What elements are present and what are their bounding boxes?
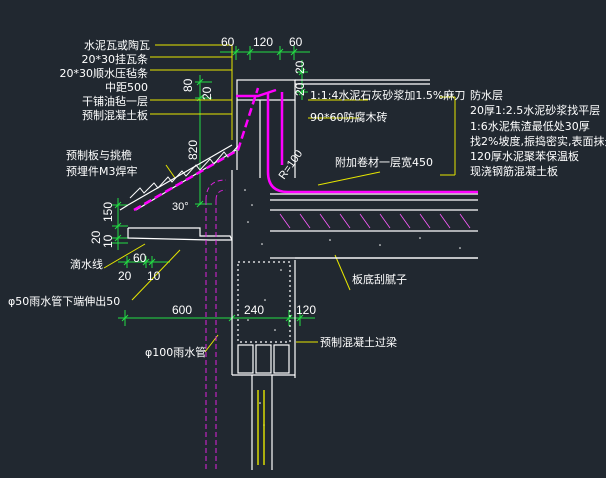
dim-angle: 30° [172,201,189,213]
waterproof-membrane [133,87,478,212]
label-precast-hook: 预制板与挑檐 [66,148,132,162]
dim-20-drip: 20 [118,269,132,283]
dim-20-side: 20 [200,86,214,100]
parapet-cap [236,79,296,101]
label-spacing: 中距500 [105,81,148,94]
label-ceiling: 板底刮腻子 [352,272,407,286]
dim-top-120: 120 [253,35,273,49]
label-precast-slab: 预制混凝土板 [82,108,148,122]
label-waterproof: 防水层 [470,88,503,102]
label-tile-cover: 水泥瓦或陶瓦 [84,38,150,52]
concrete-stipple [244,189,461,426]
dim-150: 150 [101,202,115,222]
label-tile-batten: 20*30挂瓦条 [82,52,149,66]
label-rc-slab: 现浇钢筋混凝土板 [470,164,558,178]
dim-20-right: 20 [293,82,307,96]
label-slope-1: 1:6水泥焦渣最低处30厚 [470,119,590,133]
label-drain-outlet: φ50雨水管下端伸出50 [8,294,120,308]
label-felt-layer: 干铺油毡一层 [82,94,148,108]
roof-tiles [129,145,239,199]
label-extra-roll: 附加卷材一层宽450 [335,155,433,169]
dim-600: 600 [172,303,192,317]
dim-20-left: 20 [89,230,103,244]
leader-lines [103,44,456,353]
dim-10-drip: 10 [147,269,161,283]
structure-outline [119,79,478,470]
drain-pipe-dashed [205,179,227,470]
label-counter-batten: 20*30顺水压毡条 [60,66,149,80]
label-insulation: 120厚水泥聚苯保温板 [470,149,579,163]
dim-10-left: 10 [101,234,115,248]
label-drip-line: 滴水线 [70,257,103,271]
label-levelling: 20厚1:2.5水泥砂浆找平层 [470,103,600,117]
dim-60-drip: 60 [133,251,147,265]
bottom-pipe [257,390,265,465]
dim-80: 80 [181,78,195,92]
label-drain-pipe: φ100雨水管 [145,345,206,359]
dim-top-60a: 60 [221,35,235,49]
dim-20-top: 20 [293,60,307,74]
insulation-hatch [279,213,471,229]
label-slope-2: 找2%坡度,振捣密实,表面抹光 [470,134,606,148]
dim-top-60b: 60 [289,35,303,49]
label-lintel: 预制混凝土过梁 [320,335,397,349]
dim-240: 240 [244,303,264,317]
label-precast-weld: 预埋件M3焊牢 [66,164,138,178]
label-mortar: 1:1:4水泥石灰砂浆加1.5%麻刀 [310,88,465,102]
dim-820: 820 [186,140,200,160]
label-batten: 90*60防腐木砖 [310,110,388,124]
dim-120-bottom: 120 [296,303,316,317]
